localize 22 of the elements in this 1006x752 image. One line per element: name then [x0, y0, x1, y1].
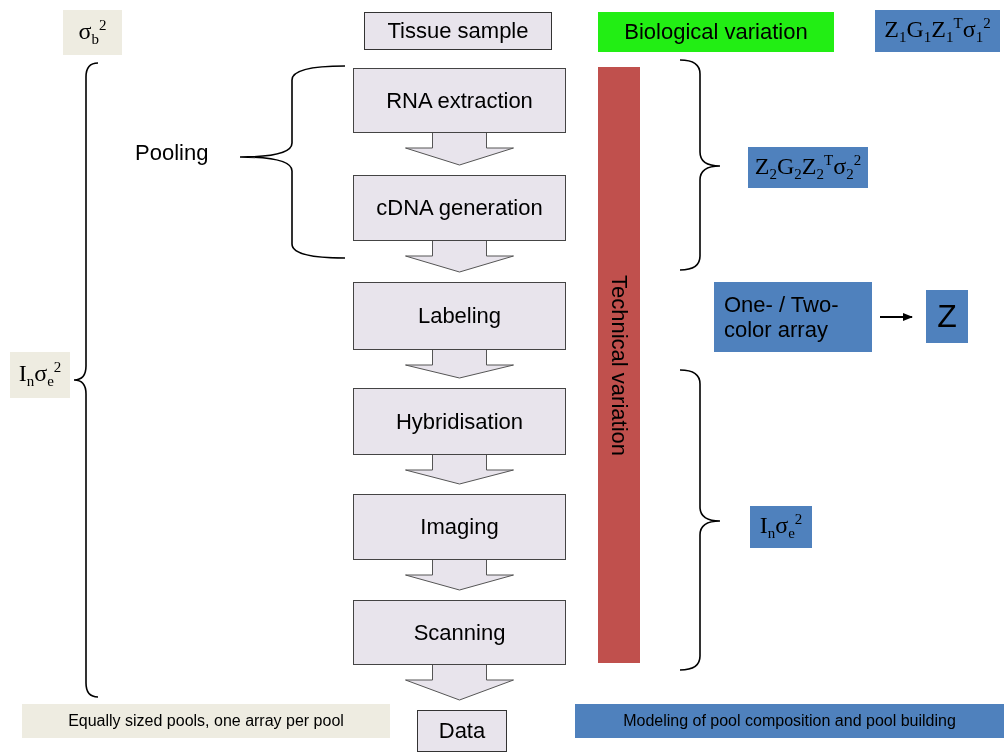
block-arrow: [405, 559, 514, 591]
block-arrow: [405, 454, 514, 485]
label-box: Tissue sample: [364, 12, 552, 50]
block-arrow: [405, 240, 514, 273]
process-box: Imaging: [353, 494, 566, 560]
note-box: Modeling of pool composition and pool building: [575, 704, 1004, 738]
arrow: [879, 313, 913, 321]
note-box: Equally sized pools, one array per pool: [22, 704, 390, 738]
process-box: Labeling: [353, 282, 566, 350]
label-box: Z: [926, 290, 968, 343]
bracket-label: Pooling: [135, 140, 209, 166]
label-box: Data: [417, 710, 507, 752]
process-box: cDNA generation: [353, 175, 566, 241]
label-box: One- / Two-color array: [714, 282, 872, 352]
process-box: Scanning: [353, 600, 566, 665]
process-box: RNA extraction: [353, 68, 566, 133]
label-box: Biological variation: [598, 12, 834, 52]
block-arrow: [405, 664, 514, 701]
block-arrow: [405, 349, 514, 379]
vertical-bar: Technical variation: [598, 67, 640, 663]
block-arrow: [405, 132, 514, 166]
process-box: Hybridisation: [353, 388, 566, 455]
